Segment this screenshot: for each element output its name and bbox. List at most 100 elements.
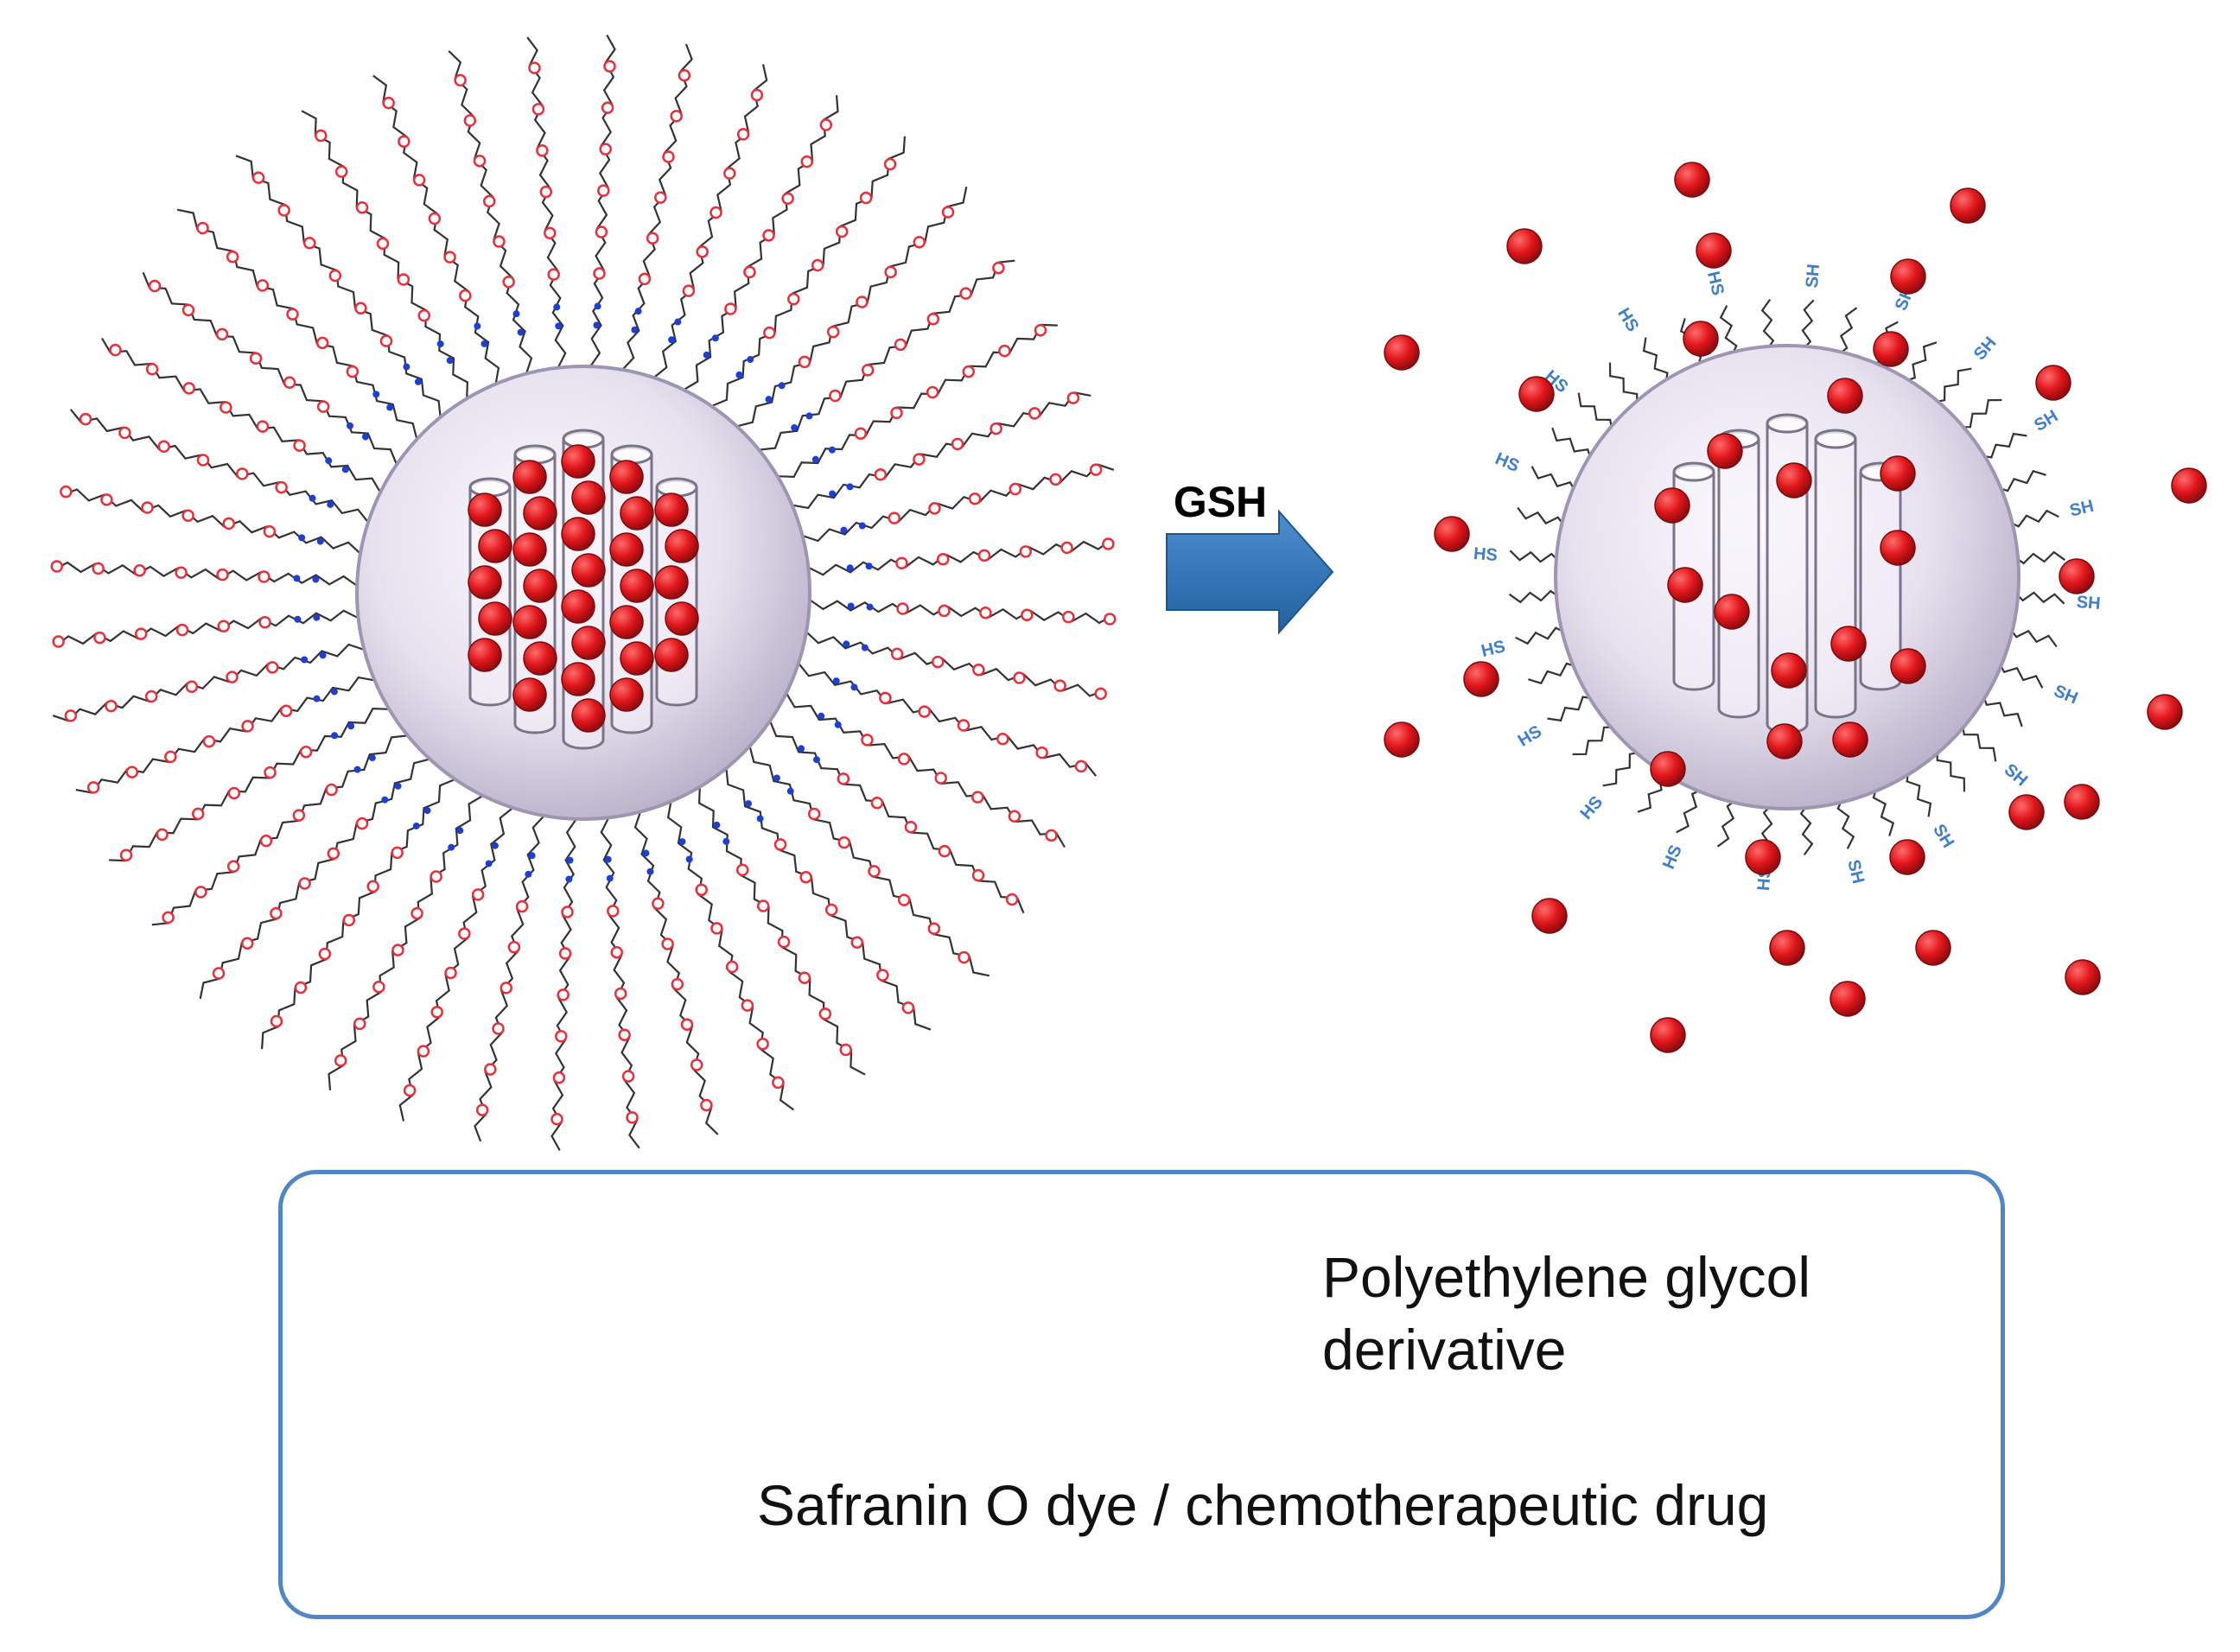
oxygen-ring [661, 937, 674, 950]
drug-bead [512, 460, 547, 494]
oxygen-ring [700, 1098, 713, 1112]
thiol-label: HS [1473, 544, 1498, 565]
oxygen-ring [315, 129, 328, 143]
disulfide-dot [593, 321, 601, 329]
oxygen-ring [275, 480, 288, 494]
oxygen-ring [614, 987, 627, 1001]
thiol-label: SH [1843, 858, 1868, 886]
disulfide-dot [765, 396, 773, 403]
oxygen-ring [1009, 482, 1022, 496]
disulfide-dot [293, 575, 301, 582]
oxygen-ring [277, 204, 290, 217]
disulfide-dot [722, 837, 730, 845]
drug-bead [1827, 378, 1863, 414]
oxygen-ring [293, 439, 306, 452]
disulfide-dot [846, 483, 854, 491]
oxygen-ring [807, 807, 821, 821]
disulfide-dot [485, 860, 493, 867]
disulfide-dot [386, 403, 394, 411]
drug-bead [609, 605, 644, 639]
oxygen-ring [724, 302, 737, 315]
thiol-chain [1936, 747, 1966, 792]
oxygen-ring [475, 1103, 489, 1116]
oxygen-ring [859, 191, 873, 205]
drug-bead [1766, 723, 1803, 759]
oxygen-ring [971, 791, 984, 804]
oxygen-ring [682, 284, 696, 297]
oxygen-ring [826, 325, 840, 339]
oxygen-ring [618, 1028, 631, 1042]
disulfide-dot [448, 843, 455, 851]
oxygen-ring [895, 556, 908, 569]
drug-bead [1880, 455, 1916, 492]
pore-opening [1814, 429, 1857, 449]
thiol-chain [1572, 726, 1618, 756]
oxygen-ring [926, 312, 940, 326]
oxygen-ring [539, 185, 553, 199]
oxygen-ring [236, 467, 249, 480]
drug-bead [571, 698, 606, 733]
disulfide-dot [847, 602, 855, 610]
peg-chain [768, 720, 1025, 914]
peg-chain-corona [50, 35, 1117, 1151]
disulfide-dot [858, 522, 866, 530]
oxygen-ring [1035, 746, 1048, 759]
drug-bead [665, 601, 699, 636]
oxygen-ring [482, 194, 496, 208]
disulfide-dot [606, 874, 614, 882]
pore-channel [1814, 430, 1857, 719]
oxygen-ring [968, 492, 982, 505]
oxygen-ring [443, 251, 456, 264]
drug-bead [654, 638, 689, 672]
oxygen-ring [1034, 324, 1047, 337]
disulfide-dot [812, 756, 820, 764]
oxygen-ring [391, 944, 404, 956]
drug-bead [1707, 433, 1743, 469]
drug-bead [1880, 530, 1916, 566]
oxygen-ring [270, 906, 283, 920]
oxygen-ring [315, 336, 329, 350]
disulfide-dot [832, 677, 840, 685]
oxygen-ring [941, 206, 955, 219]
thiol-label: SH [2076, 593, 2101, 613]
oxygen-ring [241, 720, 254, 733]
oxygen-ring [837, 836, 851, 849]
oxygen-ring [328, 269, 342, 283]
drug-bead [1890, 258, 1926, 295]
oxygen-ring [391, 846, 404, 860]
disulfide-dot [330, 688, 338, 696]
peg-chain [725, 768, 932, 1031]
oxygen-ring [607, 905, 620, 918]
legend-peg-label-line2: derivative [1322, 1318, 1567, 1382]
oxygen-ring [957, 719, 970, 732]
oxygen-ring [735, 863, 749, 877]
disulfide-dot [678, 838, 686, 846]
oxygen-ring [60, 485, 73, 499]
peg-chain [301, 110, 469, 399]
thiol-chain [1547, 696, 1597, 722]
oxygen-ring [298, 877, 311, 890]
oxygen-ring [1028, 407, 1041, 420]
oxygen-ring [500, 982, 512, 994]
oxygen-ring [92, 562, 105, 575]
oxygen-ring [484, 1063, 497, 1076]
oxygen-ring [710, 206, 722, 219]
oxygen-ring [157, 440, 170, 453]
drug-bead [571, 626, 606, 660]
peg-chain [151, 734, 408, 926]
oxygen-ring [601, 101, 614, 114]
oxygen-ring [471, 888, 485, 901]
drug-bead [654, 565, 689, 600]
oxygen-ring [263, 524, 277, 538]
disulfide-dot [646, 867, 654, 875]
peg-chain [802, 463, 1115, 543]
oxygen-ring [515, 899, 529, 913]
peg-chain [697, 786, 866, 1076]
drug-bead [609, 677, 644, 712]
drug-bead [1434, 516, 1470, 552]
peg-chain [600, 816, 640, 1149]
drug-bead [2171, 467, 2207, 504]
drug-bead [1830, 626, 1867, 662]
disulfide-dot [347, 722, 355, 730]
oxygen-ring [928, 502, 941, 515]
